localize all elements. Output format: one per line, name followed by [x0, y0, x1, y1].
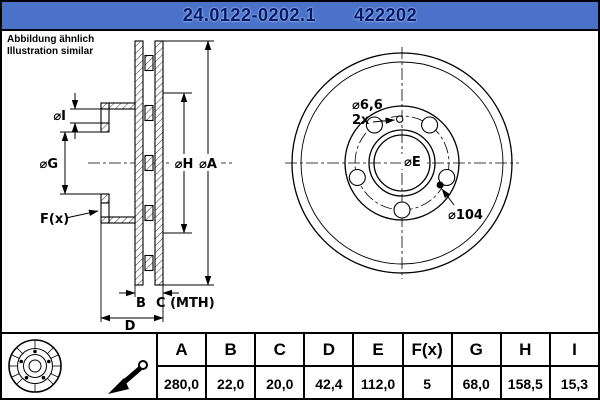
table-value-c: 20,0 — [254, 367, 303, 398]
table-value-fx: 5 — [401, 367, 451, 398]
dim-b-label: B — [136, 296, 146, 311]
table-header-fx: F(x) — [401, 334, 451, 367]
title-bar: 24.0122-0202.1 422202 — [2, 2, 598, 31]
dim-g-label: ⌀G — [40, 157, 59, 172]
set-screw-hole-top — [395, 115, 404, 123]
hat-circle — [344, 105, 460, 221]
center-bore-circle — [373, 134, 431, 192]
dim-a-label: ⌀A — [199, 157, 217, 172]
friction-plate-left — [134, 40, 144, 286]
dim-d-label: D — [125, 319, 136, 332]
dim-c-label: C (MTH) — [156, 296, 215, 311]
table-header-e: E — [352, 334, 402, 367]
dimension-table: A B C D E F(x) G H I 280,0 22,0 20,0 42,… — [2, 332, 598, 398]
hat-section — [100, 102, 136, 224]
table-header-a: A — [156, 334, 206, 367]
screw-circle-label: ⌀104 — [448, 208, 483, 223]
vent-vanes — [144, 54, 154, 272]
dim-d: D — [100, 223, 164, 332]
tool-icon — [108, 360, 148, 394]
part-number: 24.0122-0202.1 — [182, 5, 317, 25]
table-value-e: 112,0 — [352, 367, 401, 398]
note-line-en: Illustration similar — [7, 45, 94, 57]
table-header-h: H — [499, 334, 549, 367]
table-header-b: B — [205, 334, 255, 367]
bolt-hole-section-top — [100, 108, 110, 124]
set-screw-hole-right — [436, 181, 444, 189]
table-header-g: G — [450, 334, 500, 367]
dim-a: ⌀A — [163, 40, 221, 286]
bore-chamfer-circle — [368, 129, 436, 197]
front-view: ⌀6,6 2x ⌀E ⌀104 — [285, 47, 519, 279]
table-value-a: 280,0 — [156, 367, 205, 398]
table-header-c: C — [254, 334, 304, 367]
table-value-g: 68,0 — [450, 367, 500, 398]
bolt-hole-section-bottom — [100, 202, 110, 218]
table-header-d: D — [303, 334, 353, 367]
table-header-i: I — [548, 334, 598, 367]
friction-edge-circle — [300, 61, 504, 265]
dim-i-label: ⌀I — [53, 109, 66, 124]
small-hole-callout: ⌀6,6 2x — [352, 98, 396, 128]
dim-f-label: F(x) — [40, 212, 69, 227]
table-value-d: 42,4 — [303, 367, 352, 398]
small-hole-qty-label: 2x — [352, 113, 370, 128]
small-hole-dia-label: ⌀6,6 — [352, 98, 383, 113]
dim-g: ⌀G — [40, 131, 101, 195]
brake-disc-drawing: ⌀A ⌀H ⌀G — [40, 40, 519, 332]
table-icon-cell — [2, 334, 156, 398]
table-value-h: 158,5 — [499, 367, 549, 398]
bolt-circle-label: ⌀E — [404, 155, 421, 170]
section-view: ⌀A ⌀H ⌀G — [40, 40, 232, 332]
friction-plate-right — [154, 40, 164, 286]
disc-icon — [8, 339, 62, 393]
outer-diameter-circle — [291, 52, 513, 274]
wheel-bolt-holes — [348, 116, 456, 219]
dim-h-label: ⌀H — [175, 157, 194, 172]
dim-f: F(x) — [40, 209, 99, 227]
table-value-b: 22,0 — [205, 367, 254, 398]
dim-i: ⌀I — [53, 93, 101, 139]
similarity-note: Abbildung ähnlich Illustration similar — [7, 34, 94, 57]
dim-h: ⌀H — [163, 92, 197, 234]
table-value-i: 15,3 — [548, 367, 598, 398]
note-line-de: Abbildung ähnlich — [7, 34, 95, 45]
screw-circle-callout: ⌀104 — [441, 188, 483, 223]
bolt-circle-callout: ⌀E — [401, 154, 427, 170]
catalog-number: 422202 — [354, 5, 418, 25]
